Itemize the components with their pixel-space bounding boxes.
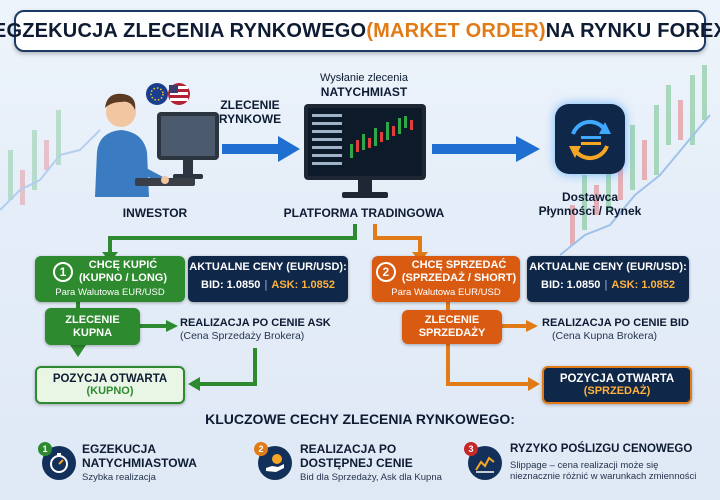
feature-3-title: RYZYKO POŚLIZGU CENOWEGO <box>510 443 693 455</box>
sell-exec-title: REALIZACJA PO CENIE BID <box>542 317 689 329</box>
buy-position-title: POZYCJA OTWARTA <box>52 373 168 385</box>
order-arrow-label: ZLECENIE RYNKOWE <box>218 98 282 126</box>
sell-sep: | <box>604 279 608 291</box>
buy-position-sub: (KUPNO) <box>86 385 134 397</box>
title-accent: (MARKET ORDER) <box>366 19 546 42</box>
feature-2-title: REALIZACJA PO DOSTĘPNEJ CENIE <box>300 442 413 470</box>
sell-prices-title: AKTUALNE CENY (EUR/USD): <box>529 261 687 273</box>
buy-prices-box: AKTUALNE CENY (EUR/USD): BID: 1.0850 | A… <box>188 256 348 302</box>
feature-1-title: EGZEKUCJA NATYCHMIASTOWA <box>82 442 197 470</box>
sell-bid: BID: 1.0850 <box>541 279 601 291</box>
buy-want-line1: CHCĘ KUPIĆ <box>88 259 158 271</box>
page-title: EGZEKUCJA ZLECENIA RYNKOWEGO (MARKET ORD… <box>0 10 720 52</box>
sell-position-sub: (SPRZEDAŻ) <box>583 385 651 397</box>
sell-order-box: ZLECENIE SPRZEDAŻY <box>402 310 502 344</box>
features-heading: KLUCZOWE CECHY ZLECENIA RYNKOWEGO: <box>205 411 515 427</box>
investor-illustration <box>95 83 219 197</box>
liquidity-provider-icon <box>555 104 625 174</box>
buy-pair: Para Walutowa EUR/USD <box>55 287 165 298</box>
buy-order-box: ZLECENIE KUPNA <box>45 308 140 345</box>
background-candles-left <box>0 110 101 211</box>
feature-1-number: 1 <box>38 442 52 456</box>
feature-1-desc: Szybka realizacja <box>82 472 156 483</box>
sell-want-line1: CHCĘ SPRZEDAĆ <box>411 259 507 271</box>
buy-sep: | <box>264 279 268 291</box>
buy-position-box: POZYCJA OTWARTA (KUPNO) <box>35 366 185 404</box>
background-candles-right <box>560 65 711 256</box>
investor-label: INWESTOR <box>122 206 188 220</box>
sell-position-box: POZYCJA OTWARTA (SPRZEDAŻ) <box>542 366 692 404</box>
feature-3-desc: Slippage – cena realizacji może się niez… <box>510 460 697 482</box>
sell-position-title: POZYCJA OTWARTA <box>559 373 675 385</box>
sell-exec-sub: (Cena Kupna Brokera) <box>552 330 658 342</box>
arrow-investor-to-platform <box>222 136 300 162</box>
provider-label: Dostawca Płynności / Rynek <box>538 190 642 218</box>
feature-2-number: 2 <box>254 442 268 456</box>
sell-ask: ASK: 1.0852 <box>611 279 675 291</box>
send-label: Wysłanie zlecenia <box>320 72 408 84</box>
buy-step-number: 1 <box>53 262 73 282</box>
platform-monitor <box>304 104 426 198</box>
send-label-bold: NATYCHMIAST <box>320 85 408 99</box>
buy-want-line2: (KUPNO / LONG) <box>79 272 167 284</box>
sell-pair: Para Walutowa EUR/USD <box>391 287 501 298</box>
buy-bid: BID: 1.0850 <box>201 279 261 291</box>
sell-intent-box: 2 CHCĘ SPRZEDAĆ (SPRZEDAŻ / SHORT) Para … <box>372 256 520 302</box>
buy-ask: ASK: 1.0852 <box>271 279 335 291</box>
arrow-platform-to-provider <box>432 136 540 162</box>
buy-intent-box: 1 CHCĘ KUPIĆ (KUPNO / LONG) Para Walutow… <box>35 256 185 302</box>
title-text-2: NA RYNKU FOREX <box>545 19 720 42</box>
buy-exec-title: REALIZACJA PO CENIE ASK <box>180 317 331 329</box>
feature-2-desc: Bid dla Sprzedaży, Ask dla Kupna <box>300 472 442 483</box>
buy-prices-title: AKTUALNE CENY (EUR/USD): <box>189 261 347 273</box>
sell-prices-box: AKTUALNE CENY (EUR/USD): BID: 1.0850 | A… <box>527 256 689 302</box>
title-text-1: EGZEKUCJA ZLECENIA RYNKOWEGO <box>0 19 367 42</box>
feature-3-number: 3 <box>464 442 478 456</box>
sell-want-line2: (SPRZEDAŻ / SHORT) <box>401 272 517 284</box>
buy-exec-sub: (Cena Sprzedaży Brokera) <box>180 330 305 342</box>
sell-step-number: 2 <box>375 262 396 282</box>
platform-label: PLATFORMA TRADINGOWA <box>283 206 445 220</box>
